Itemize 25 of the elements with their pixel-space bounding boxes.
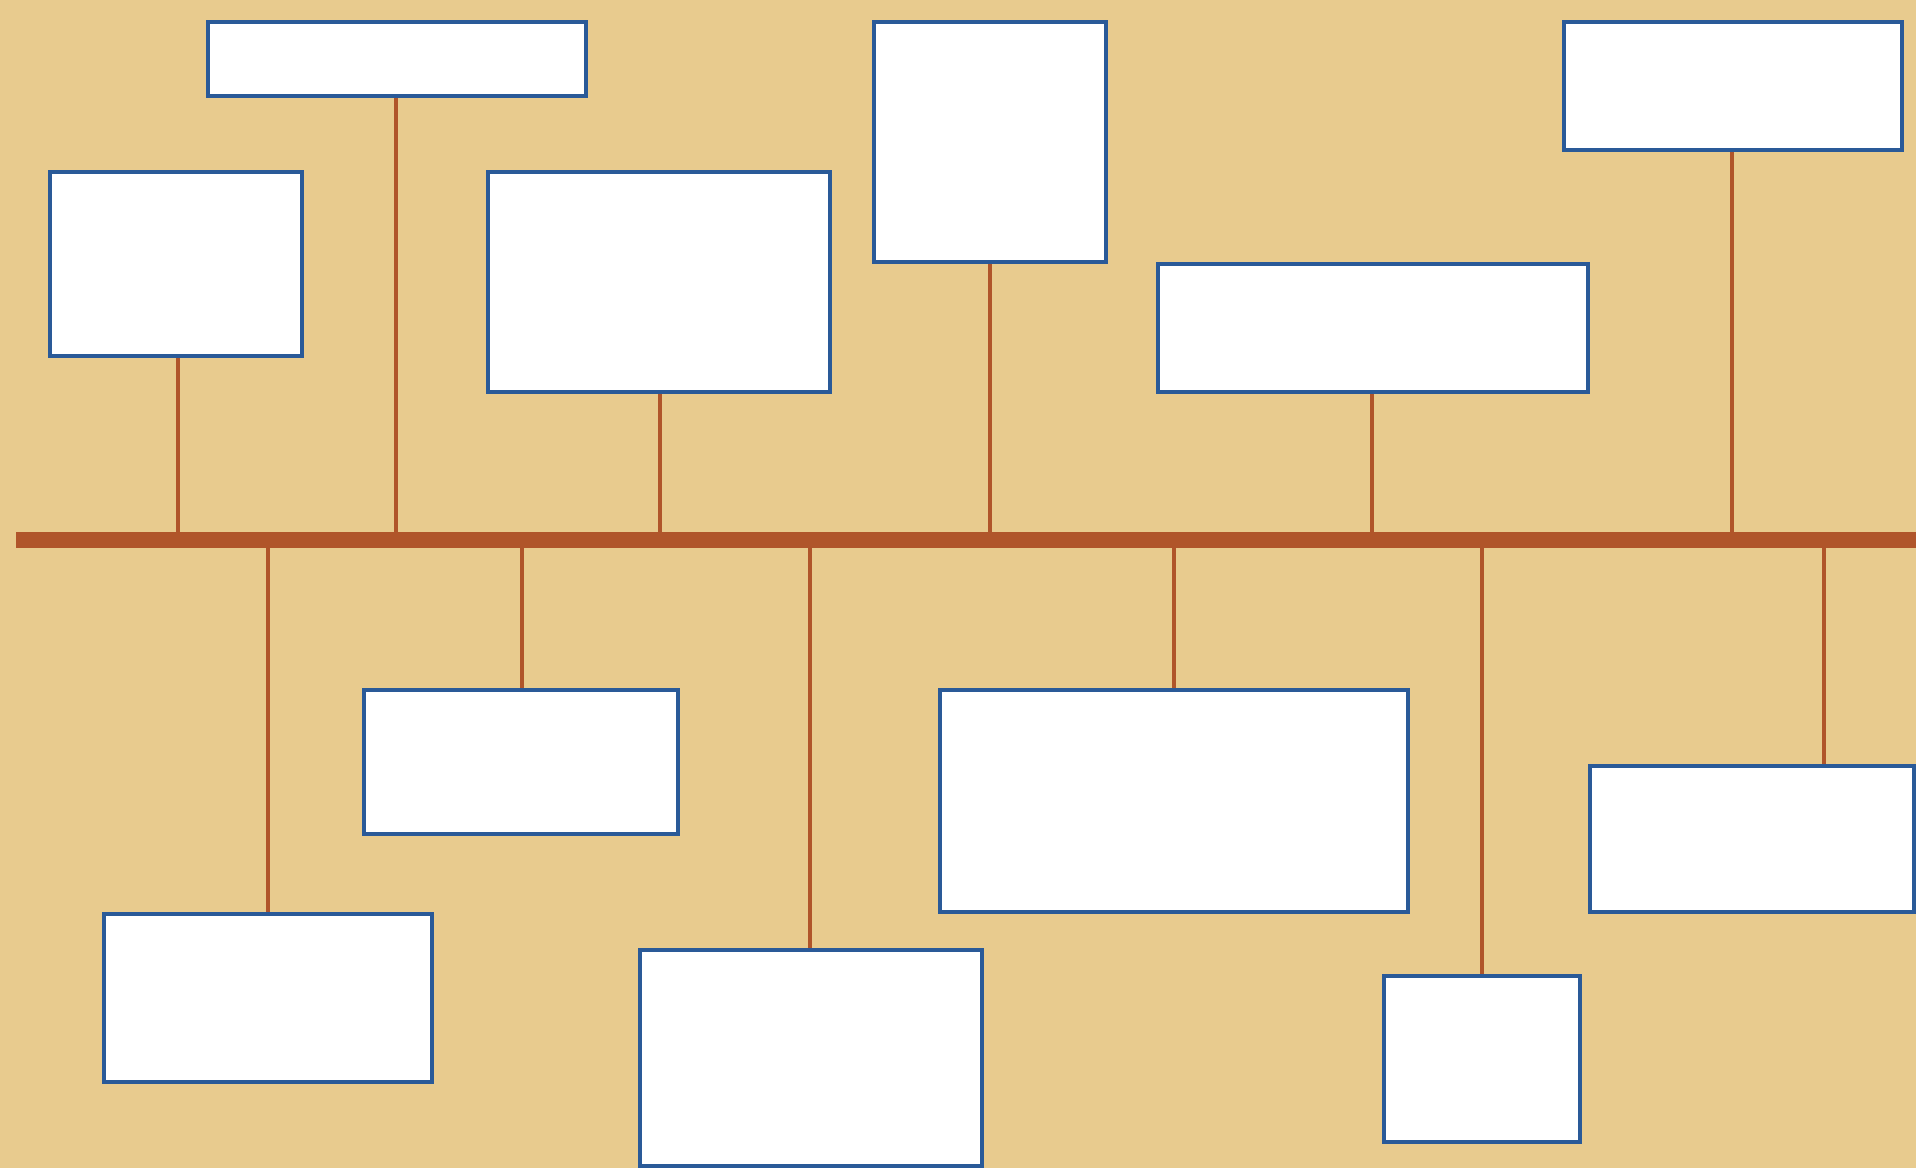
connector-line	[1730, 152, 1734, 532]
empty-box	[1562, 20, 1904, 152]
connector-line	[1172, 548, 1176, 688]
timeline-bar	[16, 532, 1916, 548]
empty-box	[872, 20, 1108, 264]
empty-box	[102, 912, 434, 1084]
connector-line	[266, 548, 270, 912]
connector-line	[394, 98, 398, 532]
empty-box	[938, 688, 1410, 914]
connector-line	[176, 358, 180, 532]
connector-line	[1822, 548, 1826, 764]
empty-box	[486, 170, 832, 394]
empty-box	[362, 688, 680, 836]
connector-line	[1370, 394, 1374, 532]
empty-box	[1588, 764, 1916, 914]
connector-line	[808, 548, 812, 948]
connector-line	[520, 548, 524, 688]
empty-box	[1382, 974, 1582, 1144]
empty-box	[1156, 262, 1590, 394]
empty-box	[638, 948, 984, 1168]
connector-line	[988, 264, 992, 532]
connector-line	[658, 394, 662, 532]
connector-line	[1480, 548, 1484, 974]
empty-box	[48, 170, 304, 358]
empty-box	[206, 20, 588, 98]
